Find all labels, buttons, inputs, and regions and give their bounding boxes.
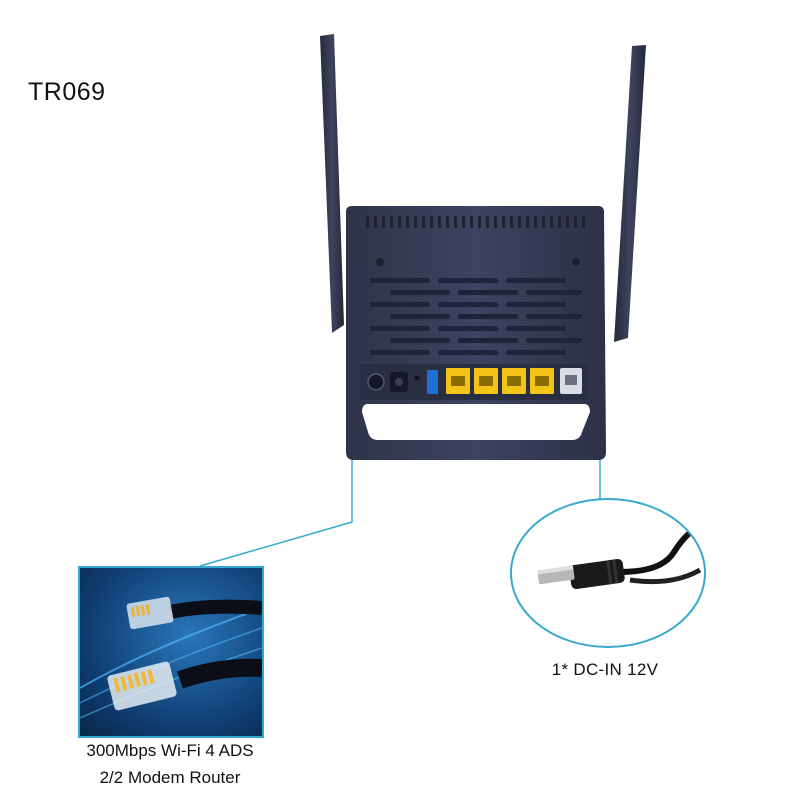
caption-line-1: 300Mbps Wi-Fi 4 ADS [86,741,254,760]
power-button [367,373,385,391]
antenna-left [320,34,344,333]
antenna-right [614,45,646,342]
product-caption: 300Mbps Wi-Fi 4 ADS 2/2 Modem Router [40,737,300,791]
caption-line-2: 2/2 Modem Router [99,768,241,787]
dc-in-caption: 1* DC-IN 12V [551,660,659,679]
usb-port [427,370,438,394]
model-label: TR069 [28,78,106,106]
reset-hole [414,375,420,381]
dc-power-plug-image [510,498,706,648]
router-image [346,206,606,460]
callout-line-left [199,458,353,567]
ethernet-cable-image [78,566,264,738]
